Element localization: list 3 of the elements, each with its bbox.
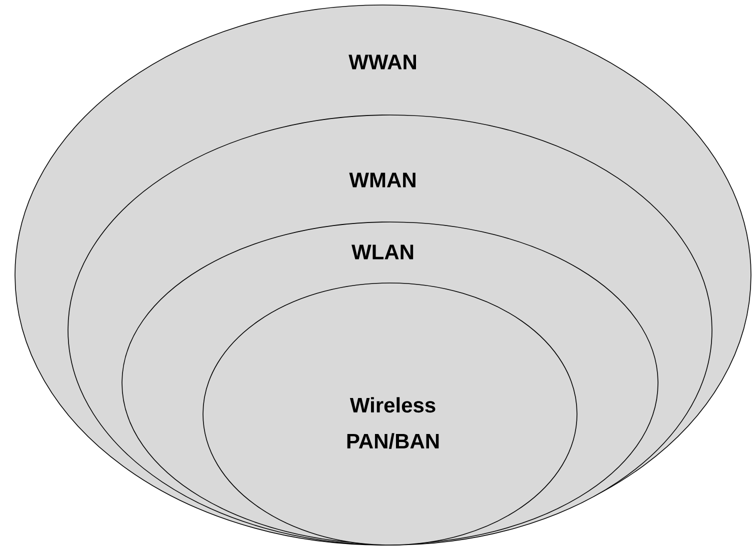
- node-label: Wireless PAN/BAN: [347, 397, 439, 449]
- node-label: WMAN: [349, 172, 416, 188]
- ellipse-region: Wireless PAN/BAN: [202, 282, 578, 546]
